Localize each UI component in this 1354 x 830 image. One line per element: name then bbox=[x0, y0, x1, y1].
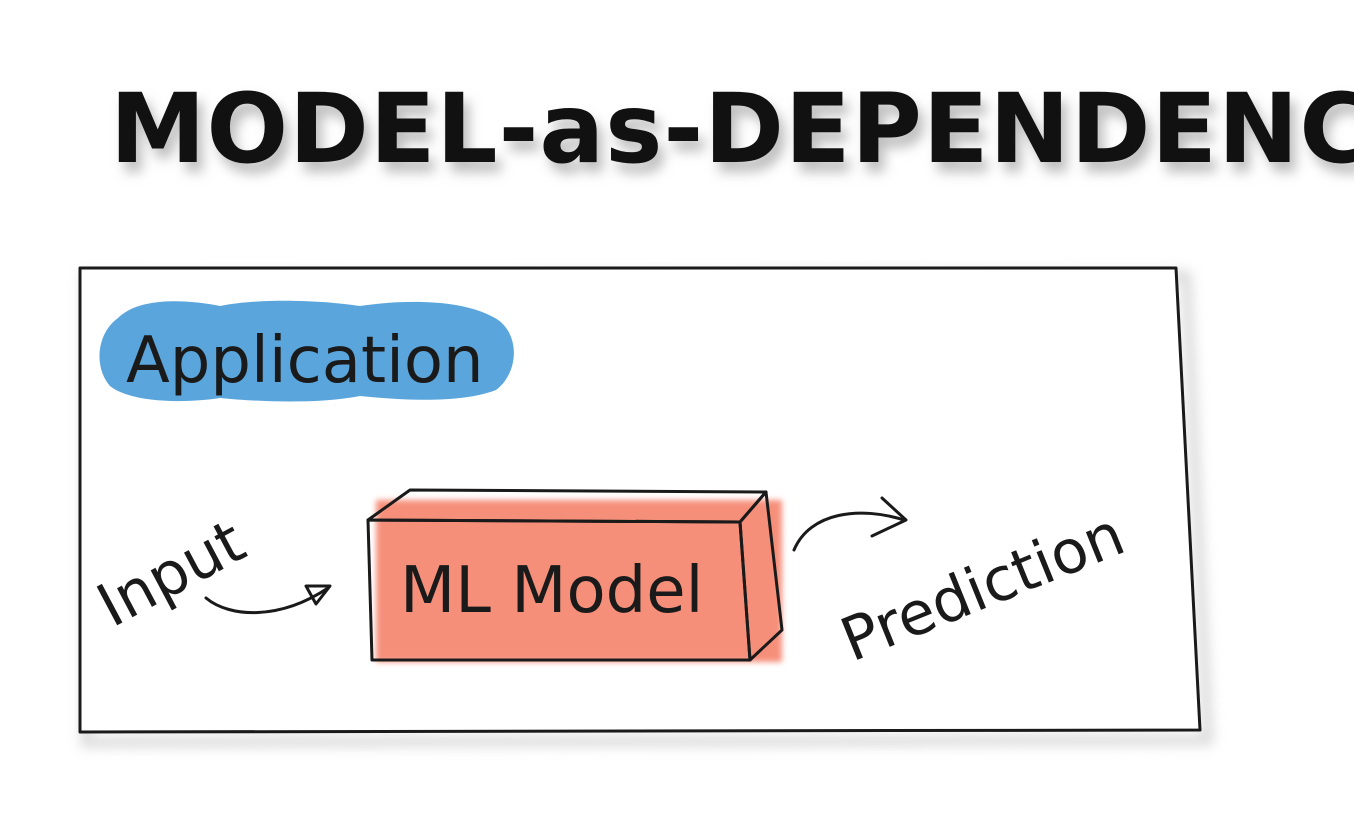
output-arrow bbox=[792, 496, 908, 552]
application-label: Application bbox=[126, 324, 484, 398]
title-group: MODEL-as-DEPENDENCY MODEL-as-DEPENDENCY bbox=[110, 73, 1354, 195]
title-shadow: MODEL-as-DEPENDENCY bbox=[116, 83, 1354, 195]
ml-model-block: ML Model bbox=[366, 488, 784, 662]
input-arrow bbox=[204, 584, 332, 614]
label-highlight bbox=[99, 300, 514, 402]
application-label-group: Application bbox=[99, 300, 514, 402]
ml-model-label: ML Model bbox=[400, 554, 703, 628]
page-title: MODEL-as-DEPENDENCY bbox=[110, 73, 1354, 185]
